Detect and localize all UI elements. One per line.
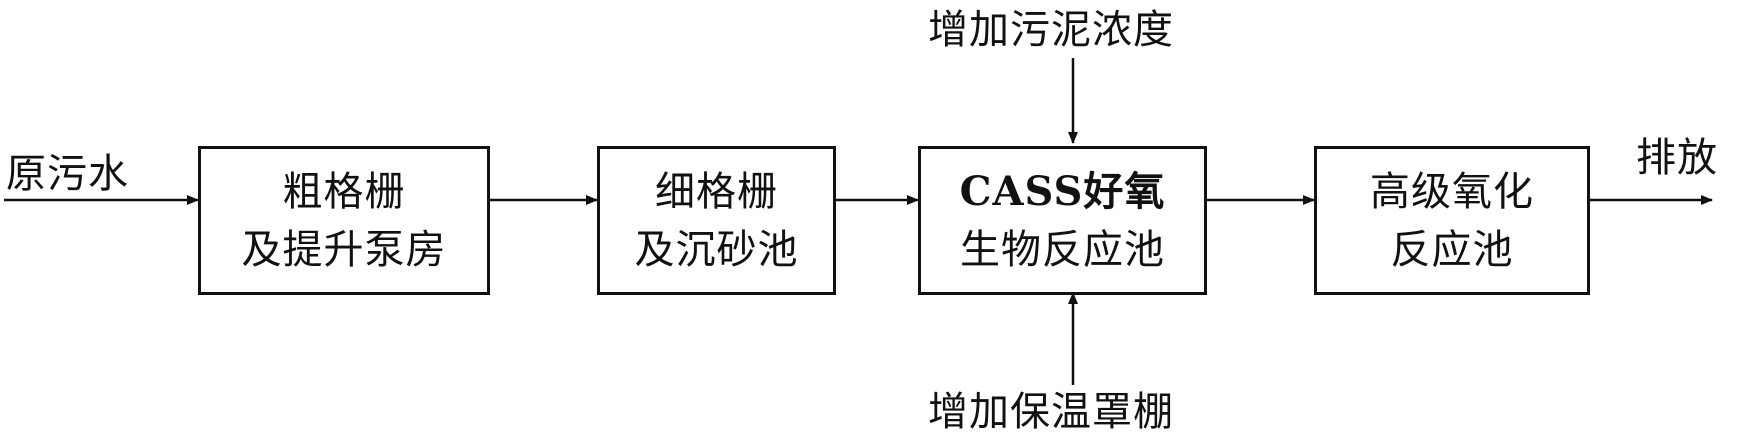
process-step-coarse-screen: 粗格栅 及提升泵房 xyxy=(198,146,490,295)
bottom-note-label: 增加保温罩棚 xyxy=(928,389,1174,435)
output-label: 排放 xyxy=(1636,135,1718,181)
process-step-fine-screen: 细格栅 及沉砂池 xyxy=(597,146,836,295)
step-label-line1: 细格栅 xyxy=(655,168,778,215)
step-label-line2: 反应池 xyxy=(1390,226,1514,273)
step-label-line1: CASS好氧 xyxy=(959,167,1166,215)
process-step-advanced-oxidation: 高级氧化 反应池 xyxy=(1314,146,1590,295)
step-label-line2: 生物反应池 xyxy=(960,226,1165,273)
input-label: 原污水 xyxy=(6,151,129,197)
step-label-line2: 及沉砂池 xyxy=(634,226,799,273)
process-step-cass-reactor: CASS好氧 生物反应池 xyxy=(918,146,1207,295)
step-label-line1: 粗格栅 xyxy=(282,168,406,215)
step-label-line1: 高级氧化 xyxy=(1370,168,1534,215)
step-label-line2: 及提升泵房 xyxy=(241,226,447,273)
top-note-label: 增加污泥浓度 xyxy=(928,7,1174,53)
